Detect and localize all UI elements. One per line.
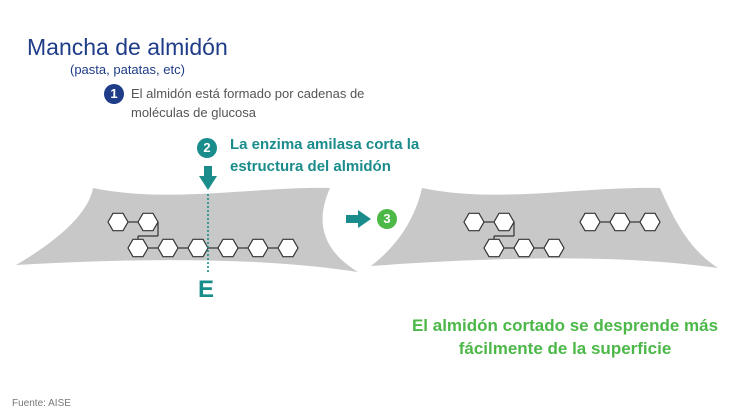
enzyme-label: E xyxy=(198,276,215,303)
glucose-hexagon xyxy=(127,238,149,258)
glucose-hexagon xyxy=(463,212,485,232)
glucose-hexagon xyxy=(493,212,515,232)
glucose-hexagon xyxy=(639,212,661,232)
glucose-hexagon xyxy=(187,238,209,258)
step-2-text: La enzima amilasa corta la estructura de… xyxy=(230,136,420,175)
enzyme-arrow xyxy=(199,166,217,190)
diagram-title: Mancha de almidón xyxy=(27,34,228,60)
step-3-badge: 3 xyxy=(377,209,397,229)
glucose-hexagon xyxy=(217,238,239,258)
step-1-badge: 1 xyxy=(104,84,124,104)
glucose-hexagon xyxy=(137,212,159,232)
glucose-chain-fragment xyxy=(579,212,661,232)
glucose-hexagon xyxy=(513,238,535,258)
glucose-hexagon xyxy=(107,212,129,232)
glucose-hexagon xyxy=(579,212,601,232)
step-2-badge: 2 xyxy=(197,138,217,158)
glucose-chain-full xyxy=(107,212,299,258)
glucose-hexagon xyxy=(247,238,269,258)
starch-stain-left xyxy=(16,187,358,272)
step-1-text: El almidón está formado por cadenas de m… xyxy=(131,86,365,120)
glucose-hexagon xyxy=(157,238,179,258)
starch-stain-right xyxy=(371,187,718,268)
step3-arrow xyxy=(346,210,371,228)
diagram-subtitle: (pasta, patatas, etc) xyxy=(70,62,185,77)
glucose-hexagon xyxy=(543,238,565,258)
glucose-hexagon xyxy=(609,212,631,232)
glucose-hexagon xyxy=(277,238,299,258)
source-note: Fuente: AISE xyxy=(12,398,71,409)
glucose-chain-cut xyxy=(463,212,565,258)
glucose-hexagon xyxy=(483,238,505,258)
result-text: El almidón cortado se desprende más fáci… xyxy=(411,316,719,358)
